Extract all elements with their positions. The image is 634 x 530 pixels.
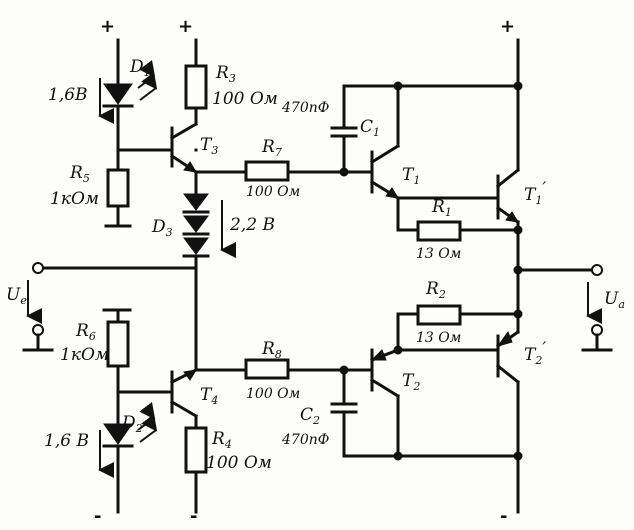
resistor-r1 bbox=[416, 220, 462, 242]
r8-value: 100 Ом bbox=[246, 386, 300, 402]
r2-value: 13 Ом bbox=[416, 330, 461, 346]
left-upper-branch bbox=[104, 38, 174, 228]
d1-voltage: 1,6B bbox=[48, 85, 88, 105]
r5-value: 1кОм bbox=[50, 189, 99, 209]
r6-label: R6 bbox=[75, 321, 96, 343]
ua-label: Ua bbox=[604, 289, 625, 311]
junction-dot bbox=[339, 167, 349, 177]
d2-label: D2 bbox=[121, 413, 143, 435]
t1-label: T1 bbox=[402, 165, 420, 187]
r7-value: 100 Ом bbox=[246, 184, 300, 200]
d3-label: D3 bbox=[151, 217, 173, 239]
c2-value: 470пФ bbox=[281, 432, 329, 448]
r7-label: R7 bbox=[261, 137, 282, 159]
t3-label: T3 bbox=[200, 135, 218, 157]
r3-branch bbox=[184, 38, 208, 126]
r1-value: 13 Ом bbox=[416, 246, 461, 262]
resistor-r7 bbox=[244, 160, 290, 182]
plus-label: + bbox=[500, 16, 515, 37]
ue-label: Ue bbox=[6, 285, 27, 307]
c1-label: C1 bbox=[360, 117, 380, 139]
minus-label: - bbox=[500, 506, 507, 527]
r1-label: R1 bbox=[431, 197, 452, 219]
pnp-transistor-icon-t4 bbox=[169, 367, 199, 419]
c2-label: C2 bbox=[300, 405, 320, 427]
minus-label: - bbox=[190, 506, 197, 527]
t2-label: T2 bbox=[402, 371, 420, 393]
terminal-icon-ue-top bbox=[32, 262, 44, 274]
resistor-r6 bbox=[106, 320, 130, 368]
r6-value: 1кОм bbox=[60, 345, 109, 365]
plus-label: + bbox=[178, 16, 193, 37]
t1-prime-label: T1′ bbox=[524, 179, 546, 207]
resistor-r5 bbox=[106, 168, 130, 208]
t2-prime-label: T2′ bbox=[524, 339, 546, 367]
led-icon bbox=[102, 59, 158, 108]
t4-label: T4 bbox=[200, 385, 218, 407]
d1-label: D1 bbox=[129, 57, 151, 79]
minus-label: - bbox=[94, 506, 101, 527]
r4-value: 100 Ом bbox=[206, 453, 272, 473]
c1-value: 470пФ bbox=[281, 100, 329, 116]
resistor-r4 bbox=[184, 426, 208, 474]
terminal-icon-ua-top bbox=[591, 264, 603, 276]
npn-transistor-icon-t1-prime bbox=[495, 167, 521, 225]
resistor-r8 bbox=[244, 358, 290, 380]
resistor-r3 bbox=[184, 64, 208, 110]
d2-voltage: 1,6 B bbox=[44, 431, 89, 451]
r2-label: R2 bbox=[425, 279, 446, 301]
resistor-r2 bbox=[416, 304, 462, 326]
npn-transistor-icon-t1 bbox=[369, 143, 401, 201]
r8-label: R8 bbox=[261, 339, 282, 361]
pnp-transistor-icon-t2 bbox=[369, 348, 401, 399]
r3-label: R3 bbox=[215, 63, 236, 85]
junction-dot bbox=[393, 451, 403, 461]
pnp-transistor-icon-t2-prime bbox=[495, 329, 521, 385]
npn-transistor-icon-t3 bbox=[169, 121, 199, 175]
junction-dot bbox=[339, 365, 349, 375]
r3-value: 100 Ом bbox=[212, 89, 278, 109]
junction-dot bbox=[513, 451, 523, 461]
r4-label: R4 bbox=[211, 429, 232, 451]
r5-label: R5 bbox=[69, 163, 90, 185]
d3-voltage: 2,2 B bbox=[229, 215, 275, 235]
plus-label: + bbox=[100, 16, 115, 37]
diode-stack-d3 bbox=[182, 193, 210, 258]
